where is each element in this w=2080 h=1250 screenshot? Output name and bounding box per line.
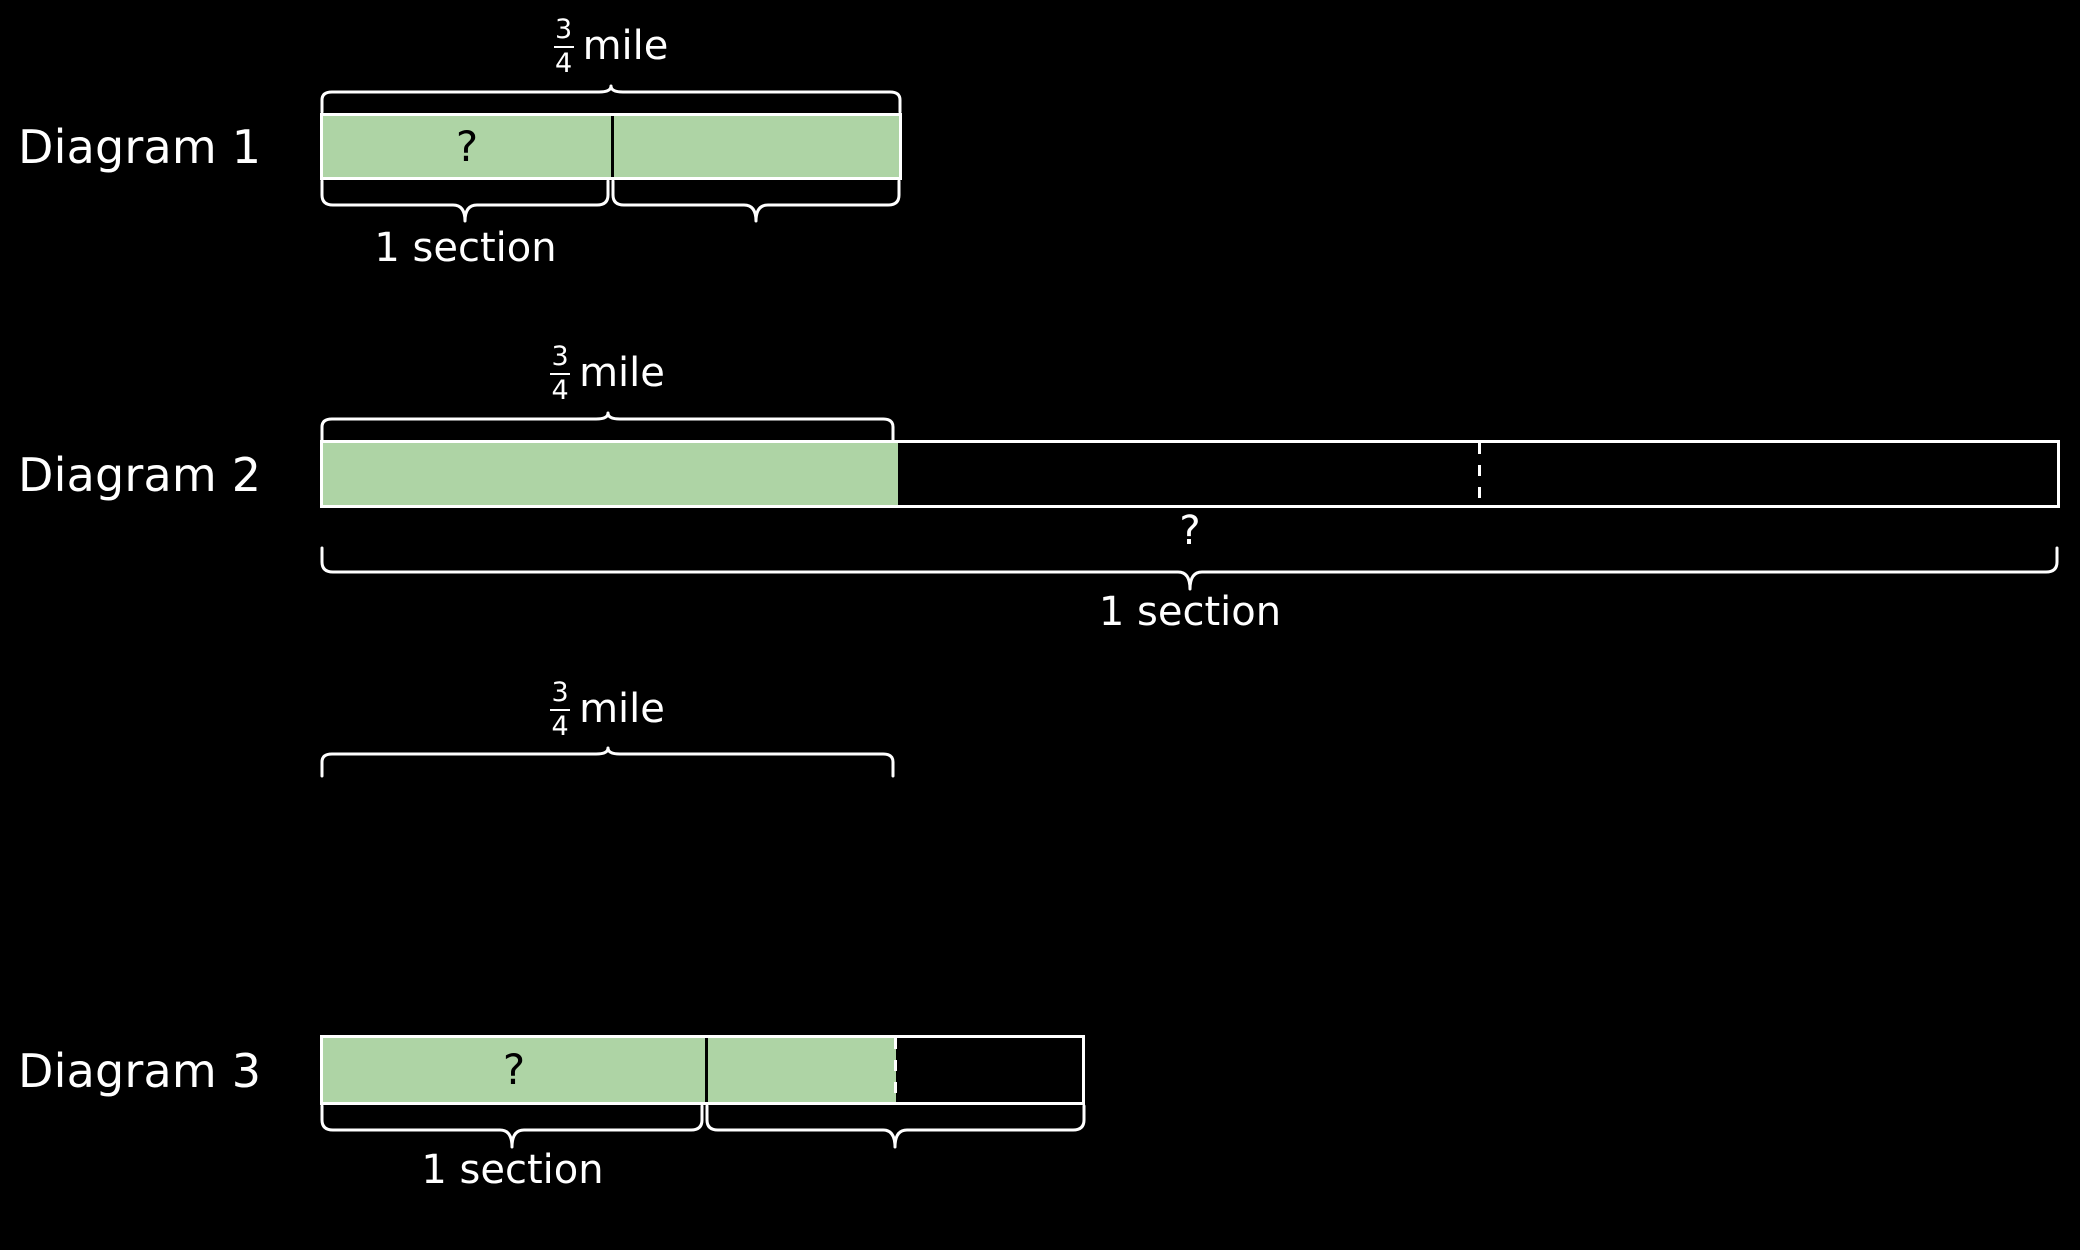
- fraction-denominator: 4: [551, 375, 569, 407]
- diagram2-tape: [320, 440, 2060, 508]
- diagram2-bottom-brace: [320, 546, 2060, 592]
- fraction-bar: [553, 46, 574, 49]
- fraction-numerator: 3: [551, 341, 569, 372]
- diagram2-one-section-label: 1 section: [1098, 589, 1282, 635]
- diagram3-segment-1-question: ?: [502, 1045, 526, 1094]
- diagram3-top-brace: [320, 746, 895, 778]
- diagram3-tape: ?: [320, 1035, 1085, 1105]
- fraction-numerator: 3: [551, 677, 569, 708]
- diagram2-segment-1-fill: [323, 443, 898, 505]
- fraction-three-quarters: 3 4: [553, 14, 574, 80]
- fraction-bar: [550, 373, 571, 376]
- diagram2-top-brace: [320, 411, 895, 442]
- diagram1-one-section-label: 1 section: [374, 225, 557, 271]
- diagram1-bottom-brace-left: [320, 179, 611, 223]
- diagram1-tape: ?: [320, 113, 902, 180]
- fraction-three-quarters: 3 4: [550, 341, 571, 407]
- unit-label: mile: [579, 686, 665, 733]
- diagram3-bottom-brace-right: [705, 1104, 1087, 1150]
- diagram3-row-label: Diagram 3: [18, 1044, 262, 1098]
- fraction-denominator: 4: [551, 711, 569, 743]
- fraction-three-quarters: 3 4: [550, 677, 571, 743]
- diagram3-bottom-brace-left: [320, 1104, 705, 1150]
- diagram3-top-brace-label: 3 4 mile: [320, 678, 895, 741]
- diagram1-segment-1-question: ?: [455, 121, 479, 171]
- diagram1-top-brace: [320, 84, 902, 114]
- unit-label: mile: [579, 350, 665, 397]
- fraction-numerator: 3: [555, 14, 573, 45]
- diagram1-bottom-brace-right: [611, 179, 902, 223]
- diagram1-row-label: Diagram 1: [18, 120, 262, 174]
- diagram1-top-brace-label: 3 4 mile: [320, 15, 902, 78]
- diagram2-dashed-divider: [1478, 443, 1481, 505]
- diagram3-dashed-divider: [894, 1038, 897, 1102]
- diagram2-row-label: Diagram 2: [18, 448, 262, 502]
- fraction-bar: [550, 709, 571, 712]
- diagram3-segment-fill: [323, 1038, 896, 1102]
- unit-label: mile: [582, 23, 669, 70]
- fraction-denominator: 4: [555, 48, 573, 80]
- diagram1-divider-1: [611, 116, 614, 177]
- diagram3-one-section-label: 1 section: [421, 1147, 604, 1193]
- diagram2-top-brace-label: 3 4 mile: [320, 342, 895, 405]
- diagram2-total-question: ?: [1179, 508, 1201, 554]
- diagram3-divider-1: [705, 1038, 708, 1102]
